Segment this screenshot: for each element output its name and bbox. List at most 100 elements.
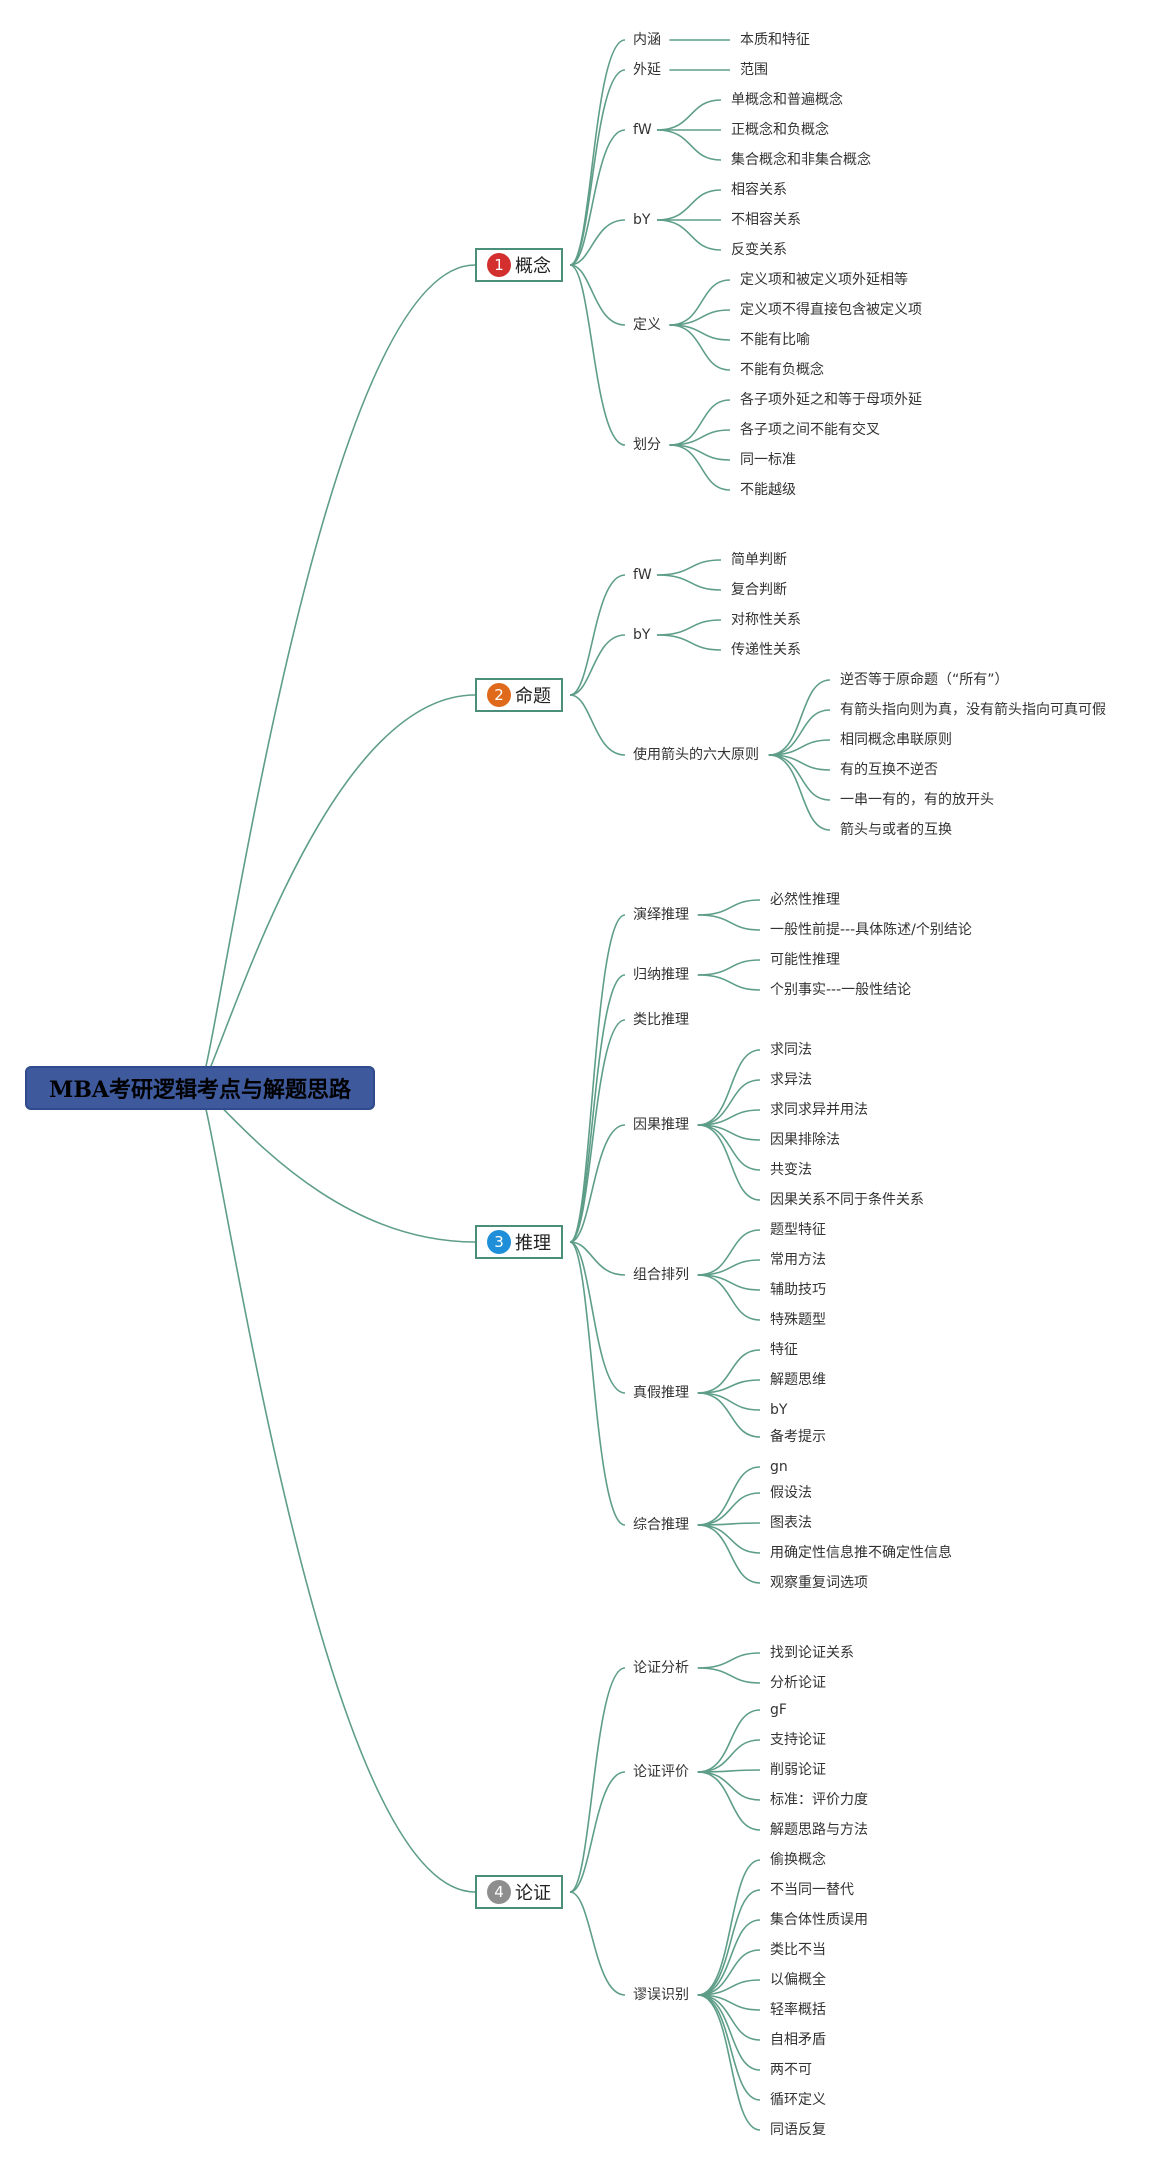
leaf-connector [697, 974, 761, 991]
leaf-topic[interactable]: 复合判断 [731, 582, 787, 598]
subtopic[interactable]: 使用箭头的六大原则 [633, 747, 759, 763]
leaf-topic[interactable]: 标准：评价力度 [770, 1792, 868, 1808]
leaf-topic[interactable]: 两不可 [770, 2062, 812, 2078]
leaf-topic[interactable]: 相容关系 [731, 182, 787, 198]
leaf-topic[interactable]: 自相矛盾 [770, 2032, 826, 2048]
leaf-topic[interactable]: 假设法 [770, 1485, 812, 1501]
subtopic[interactable]: 综合推理 [633, 1517, 689, 1533]
subtopic[interactable]: fW [633, 567, 652, 583]
leaf-topic[interactable]: 共变法 [770, 1162, 812, 1178]
leaf-topic[interactable]: 因果排除法 [770, 1132, 840, 1148]
leaf-topic[interactable]: 解题思路与方法 [770, 1822, 868, 1838]
leaf-topic[interactable]: 有的互换不逆否 [840, 762, 938, 778]
leaf-topic[interactable]: 以偏概全 [770, 1972, 826, 1988]
leaf-topic[interactable]: 特征 [770, 1342, 798, 1358]
subtopic[interactable]: bY [633, 627, 651, 643]
leaf-topic[interactable]: 同语反复 [770, 2122, 826, 2138]
subtopic[interactable]: 划分 [633, 437, 661, 453]
leaf-topic[interactable]: 不相容关系 [731, 212, 801, 228]
subtopic[interactable]: 归纳推理 [633, 967, 689, 983]
leaf-topic[interactable]: 反变关系 [731, 242, 787, 258]
leaf-topic[interactable]: 集合概念和非集合概念 [731, 152, 871, 168]
subtopic[interactable]: 论证分析 [633, 1660, 689, 1676]
leaf-topic[interactable]: 传递性关系 [731, 642, 801, 658]
leaf-topic[interactable]: 循环定义 [770, 2092, 826, 2108]
leaf-topic[interactable]: 不能有负概念 [740, 362, 824, 378]
leaf-topic[interactable]: 一般性前提---具体陈述/个别结论 [770, 922, 972, 938]
subtopic[interactable]: 内涵 [633, 32, 661, 48]
subtopic[interactable]: 论证评价 [633, 1764, 689, 1780]
leaf-topic[interactable]: 相同概念串联原则 [840, 732, 952, 748]
leaf-topic[interactable]: 类比不当 [770, 1942, 826, 1958]
subtopic-connector [569, 974, 626, 1243]
leaf-topic[interactable]: gF [770, 1702, 787, 1718]
subtopic[interactable]: 外延 [633, 62, 661, 78]
leaf-topic[interactable]: 偷换概念 [770, 1852, 826, 1868]
leaf-topic[interactable]: 可能性推理 [770, 952, 840, 968]
leaf-topic[interactable]: 不能有比喻 [740, 332, 810, 348]
subtopic-connector [569, 634, 626, 696]
leaf-connector [697, 1994, 761, 2011]
leaf-topic[interactable]: 单概念和普遍概念 [731, 92, 843, 108]
leaf-topic[interactable]: 观察重复词选项 [770, 1575, 868, 1591]
leaf-topic[interactable]: 定义项不得直接包含被定义项 [740, 302, 922, 318]
leaf-topic[interactable]: 特殊题型 [770, 1312, 826, 1328]
subtopic[interactable]: 类比推理 [633, 1012, 689, 1028]
leaf-topic[interactable]: 常用方法 [770, 1252, 826, 1268]
leaf-connector [669, 399, 731, 446]
subtopic[interactable]: bY [633, 212, 651, 228]
leaf-topic[interactable]: 求同法 [770, 1042, 812, 1058]
subtopic[interactable]: 因果推理 [633, 1117, 689, 1133]
leaf-topic[interactable]: bY [770, 1402, 788, 1418]
leaf-topic[interactable]: 逆否等于原命题（“所有”） [840, 672, 1009, 688]
leaf-topic[interactable]: 找到论证关系 [770, 1645, 854, 1661]
leaf-topic[interactable]: 求异法 [770, 1072, 812, 1088]
leaf-topic[interactable]: 范围 [740, 62, 768, 78]
subtopic[interactable]: fW [633, 122, 652, 138]
subtopic[interactable]: 定义 [633, 317, 661, 333]
subtopic[interactable]: 演绎推理 [633, 907, 689, 923]
leaf-topic[interactable]: gn [770, 1459, 788, 1475]
leaf-topic[interactable]: 因果关系不同于条件关系 [770, 1192, 924, 1208]
leaf-connector [697, 1392, 761, 1411]
leaf-topic[interactable]: 简单判断 [731, 552, 787, 568]
leaf-topic[interactable]: 各子项外延之和等于母项外延 [740, 392, 922, 408]
leaf-topic[interactable]: 解题思维 [770, 1372, 826, 1388]
subtopic[interactable]: 真假推理 [633, 1385, 689, 1401]
leaf-topic[interactable]: 备考提示 [770, 1429, 826, 1445]
leaf-topic[interactable]: 个别事实---一般性结论 [770, 982, 912, 998]
root-topic[interactable]: MBA考研逻辑考点与解题思路 [25, 1066, 375, 1110]
leaf-topic[interactable]: 本质和特征 [740, 32, 810, 48]
leaf-connector [768, 754, 831, 771]
leaf-topic[interactable]: 同一标准 [740, 452, 796, 468]
leaf-topic[interactable]: 正概念和负概念 [731, 122, 829, 138]
leaf-topic[interactable]: 轻率概括 [770, 2002, 826, 2018]
leaf-topic[interactable]: 箭头与或者的互换 [840, 822, 952, 838]
leaf-topic[interactable]: 求同求异并用法 [770, 1102, 868, 1118]
leaf-topic[interactable]: 一串一有的，有的放开头 [840, 792, 994, 808]
leaf-connector [697, 959, 761, 976]
leaf-topic[interactable]: 分析论证 [770, 1675, 826, 1691]
leaf-topic[interactable]: 对称性关系 [731, 612, 801, 628]
leaf-topic[interactable]: 集合体性质误用 [770, 1912, 868, 1928]
subtopic[interactable]: 谬误识别 [633, 1987, 689, 2003]
leaf-topic[interactable]: 用确定性信息推不确定性信息 [770, 1545, 952, 1561]
leaf-topic[interactable]: 不能越级 [740, 482, 796, 498]
leaf-topic[interactable]: 辅助技巧 [770, 1282, 826, 1298]
leaf-topic[interactable]: 必然性推理 [770, 892, 840, 908]
leaf-topic[interactable]: 各子项之间不能有交叉 [740, 422, 880, 438]
subtopic-connector [569, 1019, 626, 1243]
leaf-topic[interactable]: 削弱论证 [770, 1762, 826, 1778]
leaf-topic[interactable]: 题型特征 [770, 1222, 826, 1238]
leaf-topic[interactable]: 定义项和被定义项外延相等 [740, 272, 908, 288]
leaf-topic[interactable]: 不当同一替代 [770, 1882, 854, 1898]
subtopic[interactable]: 组合排列 [633, 1267, 689, 1283]
leaf-topic[interactable]: 图表法 [770, 1515, 812, 1531]
leaf-topic[interactable]: 支持论证 [770, 1732, 826, 1748]
leaf-topic[interactable]: 有箭头指向则为真，没有箭头指向可真可假 [840, 702, 1106, 718]
